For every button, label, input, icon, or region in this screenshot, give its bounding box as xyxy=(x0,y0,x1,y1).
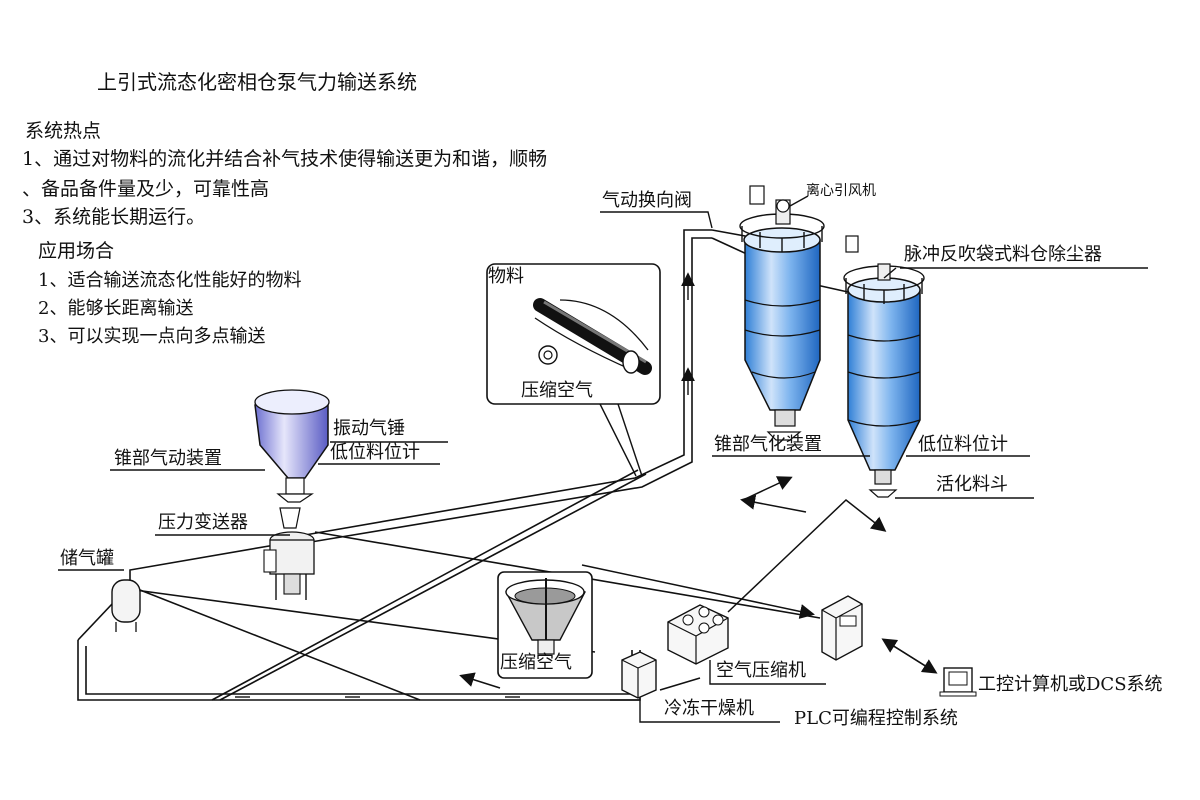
application-item-2: 2、能够长距离输送 xyxy=(38,298,194,319)
label-dryer: 冷冻干燥机 xyxy=(664,698,754,719)
signal-arrows xyxy=(459,476,938,689)
pump-vessel xyxy=(263,507,315,600)
label-compressed-air-bottom: 压缩空气 xyxy=(500,652,572,673)
hotspot-heading: 系统热点 xyxy=(25,120,102,142)
plc-cabinet xyxy=(821,595,863,661)
hotspot-item-3: 3、系统能长期运行。 xyxy=(22,206,206,228)
callout-top xyxy=(486,263,661,477)
label-cone-pneumatic: 锥部气动装置 xyxy=(114,448,222,469)
application-item-1: 1、适合输送流态化性能好的物料 xyxy=(38,270,302,291)
label-cone-aeration: 锥部气化装置 xyxy=(714,434,822,455)
label-diverter-valve: 气动换向阀 xyxy=(602,190,692,211)
label-vibrator: 振动气锤 xyxy=(333,418,405,439)
feed-hopper xyxy=(254,389,330,503)
label-plc: PLC可编程控制系统 xyxy=(794,708,958,729)
label-activation-hopper: 活化料斗 xyxy=(936,474,1008,495)
leader-lines xyxy=(58,195,1148,723)
label-material: 物料 xyxy=(488,266,524,287)
label-low-level-left: 低位料位计 xyxy=(330,442,420,463)
label-bag-filter: 脉冲反吹袋式料仓除尘器 xyxy=(904,244,1102,265)
label-centrifugal-fan: 离心引风机 xyxy=(806,183,876,199)
computer-icon xyxy=(939,667,977,697)
air-compressor xyxy=(667,604,729,665)
flow-arrows xyxy=(235,272,695,698)
silo-right xyxy=(843,235,925,498)
dryer xyxy=(621,651,657,699)
label-air-compressor: 空气压缩机 xyxy=(716,660,806,681)
application-item-3: 3、可以实现一点向多点输送 xyxy=(38,326,266,347)
application-heading: 应用场合 xyxy=(38,240,115,262)
page-title: 上引式流态化密相仓泵气力输送系统 xyxy=(97,70,417,94)
callout-bottom xyxy=(497,571,593,679)
hotspot-item-1: 1、通过对物料的流化并结合补气技术使得输送更为和谐，顺畅 xyxy=(22,148,548,170)
silo-left xyxy=(739,185,825,441)
air-tank xyxy=(111,579,141,632)
label-compressed-air-top: 压缩空气 xyxy=(521,380,593,401)
label-air-tank: 储气罐 xyxy=(60,548,114,569)
label-ipc: 工控计算机或DCS系统 xyxy=(978,674,1163,695)
label-pressure-transmitter: 压力变送器 xyxy=(158,512,248,533)
label-low-level-right: 低位料位计 xyxy=(918,434,1008,455)
hotspot-item-2: 、备品备件量及少，可靠性高 xyxy=(22,178,270,200)
